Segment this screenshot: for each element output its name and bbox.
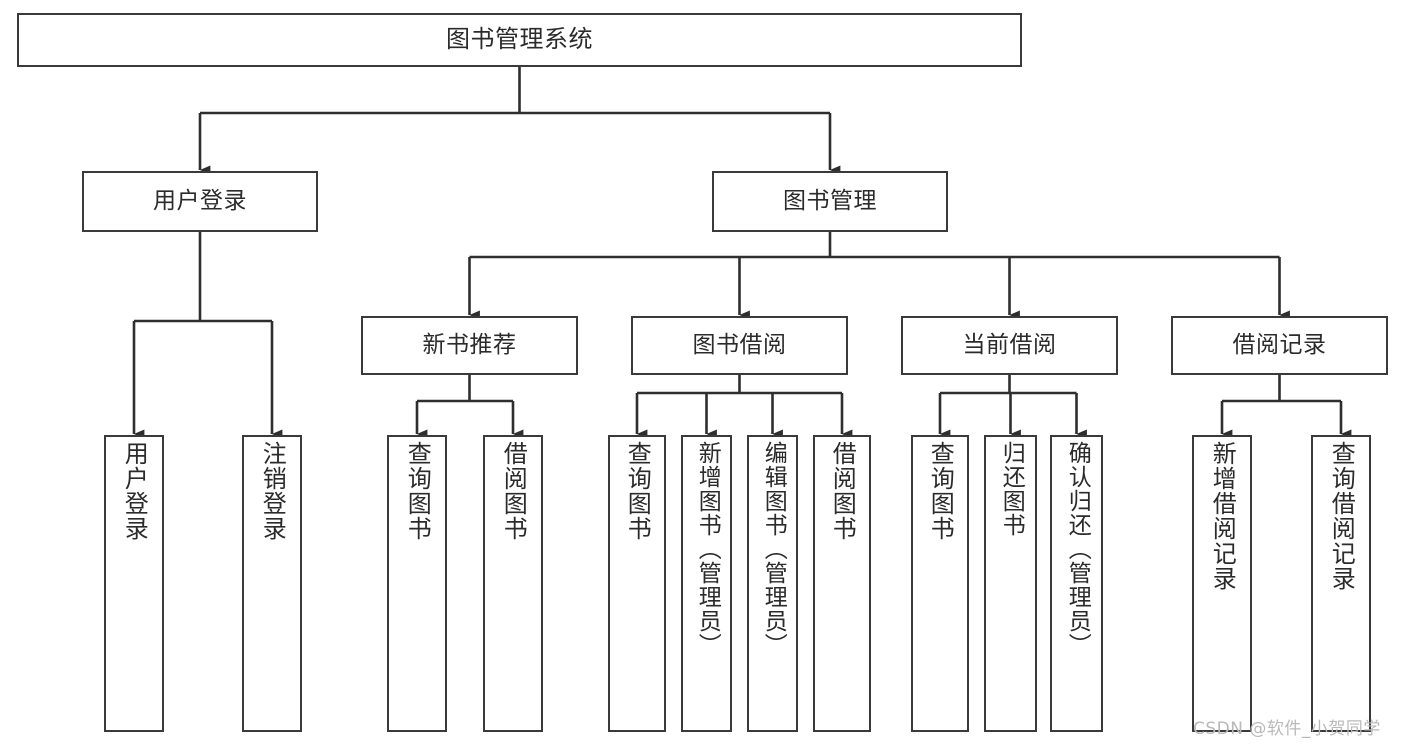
node-label-root: 图书管理系统 (446, 25, 593, 54)
node-leaf-user-login[interactable]: 用户登录 (104, 435, 164, 732)
node-label-leaf-user-login: 用户登录 (120, 441, 149, 541)
node-leaf-query-record[interactable]: 查询借阅记录 (1311, 435, 1371, 732)
node-label-leaf-query-record: 查询借阅记录 (1327, 441, 1356, 591)
node-label-leaf-query-book-1: 查询图书 (403, 441, 432, 541)
node-label-leaf-borrow-book-1: 借阅图书 (499, 441, 528, 541)
node-leaf-confirm-return[interactable]: 确认归还（管理员） (1050, 435, 1103, 732)
node-root[interactable]: 图书管理系统 (17, 13, 1022, 67)
node-new-book-rec[interactable]: 新书推荐 (361, 316, 578, 375)
node-leaf-edit-book[interactable]: 编辑图书（管理员） (747, 435, 798, 732)
node-label-leaf-logout: 注销登录 (258, 441, 287, 541)
node-label-leaf-query-book-2: 查询图书 (623, 441, 652, 541)
node-label-book-borrow: 图书借阅 (692, 332, 787, 359)
node-leaf-query-book-2[interactable]: 查询图书 (608, 435, 666, 732)
node-label-leaf-return-book: 归还图书 (998, 441, 1025, 537)
node-label-book-manage: 图书管理 (783, 188, 877, 215)
node-label-user-login: 用户登录 (153, 188, 247, 215)
node-leaf-logout[interactable]: 注销登录 (242, 435, 302, 732)
node-leaf-borrow-book-2[interactable]: 借阅图书 (813, 435, 871, 732)
node-leaf-add-book[interactable]: 新增图书（管理员） (681, 435, 732, 732)
node-book-borrow[interactable]: 图书借阅 (631, 316, 848, 375)
node-leaf-return-book[interactable]: 归还图书 (984, 435, 1037, 732)
node-label-leaf-edit-book: 编辑图书（管理员） (760, 441, 787, 657)
node-leaf-add-record[interactable]: 新增借阅记录 (1192, 435, 1252, 732)
node-label-leaf-add-record: 新增借阅记录 (1208, 441, 1237, 591)
node-leaf-borrow-book-1[interactable]: 借阅图书 (483, 435, 543, 732)
node-label-new-book-rec: 新书推荐 (422, 332, 517, 359)
node-book-manage[interactable]: 图书管理 (712, 171, 948, 232)
node-borrow-record[interactable]: 借阅记录 (1171, 316, 1388, 375)
node-label-borrow-record: 借阅记录 (1232, 332, 1327, 359)
node-current-borrow[interactable]: 当前借阅 (901, 316, 1118, 375)
node-leaf-query-book-1[interactable]: 查询图书 (387, 435, 447, 732)
node-user-login[interactable]: 用户登录 (82, 171, 318, 232)
node-label-leaf-query-book-3: 查询图书 (926, 441, 955, 541)
node-label-leaf-borrow-book-2: 借阅图书 (828, 441, 857, 541)
csdn-watermark: CSDN @软件_小贺同学 (1193, 719, 1381, 739)
node-leaf-query-book-3[interactable]: 查询图书 (911, 435, 969, 732)
node-label-current-borrow: 当前借阅 (962, 332, 1057, 359)
node-label-leaf-confirm-return: 确认归还（管理员） (1064, 441, 1091, 657)
node-label-leaf-add-book: 新增图书（管理员） (694, 441, 721, 657)
